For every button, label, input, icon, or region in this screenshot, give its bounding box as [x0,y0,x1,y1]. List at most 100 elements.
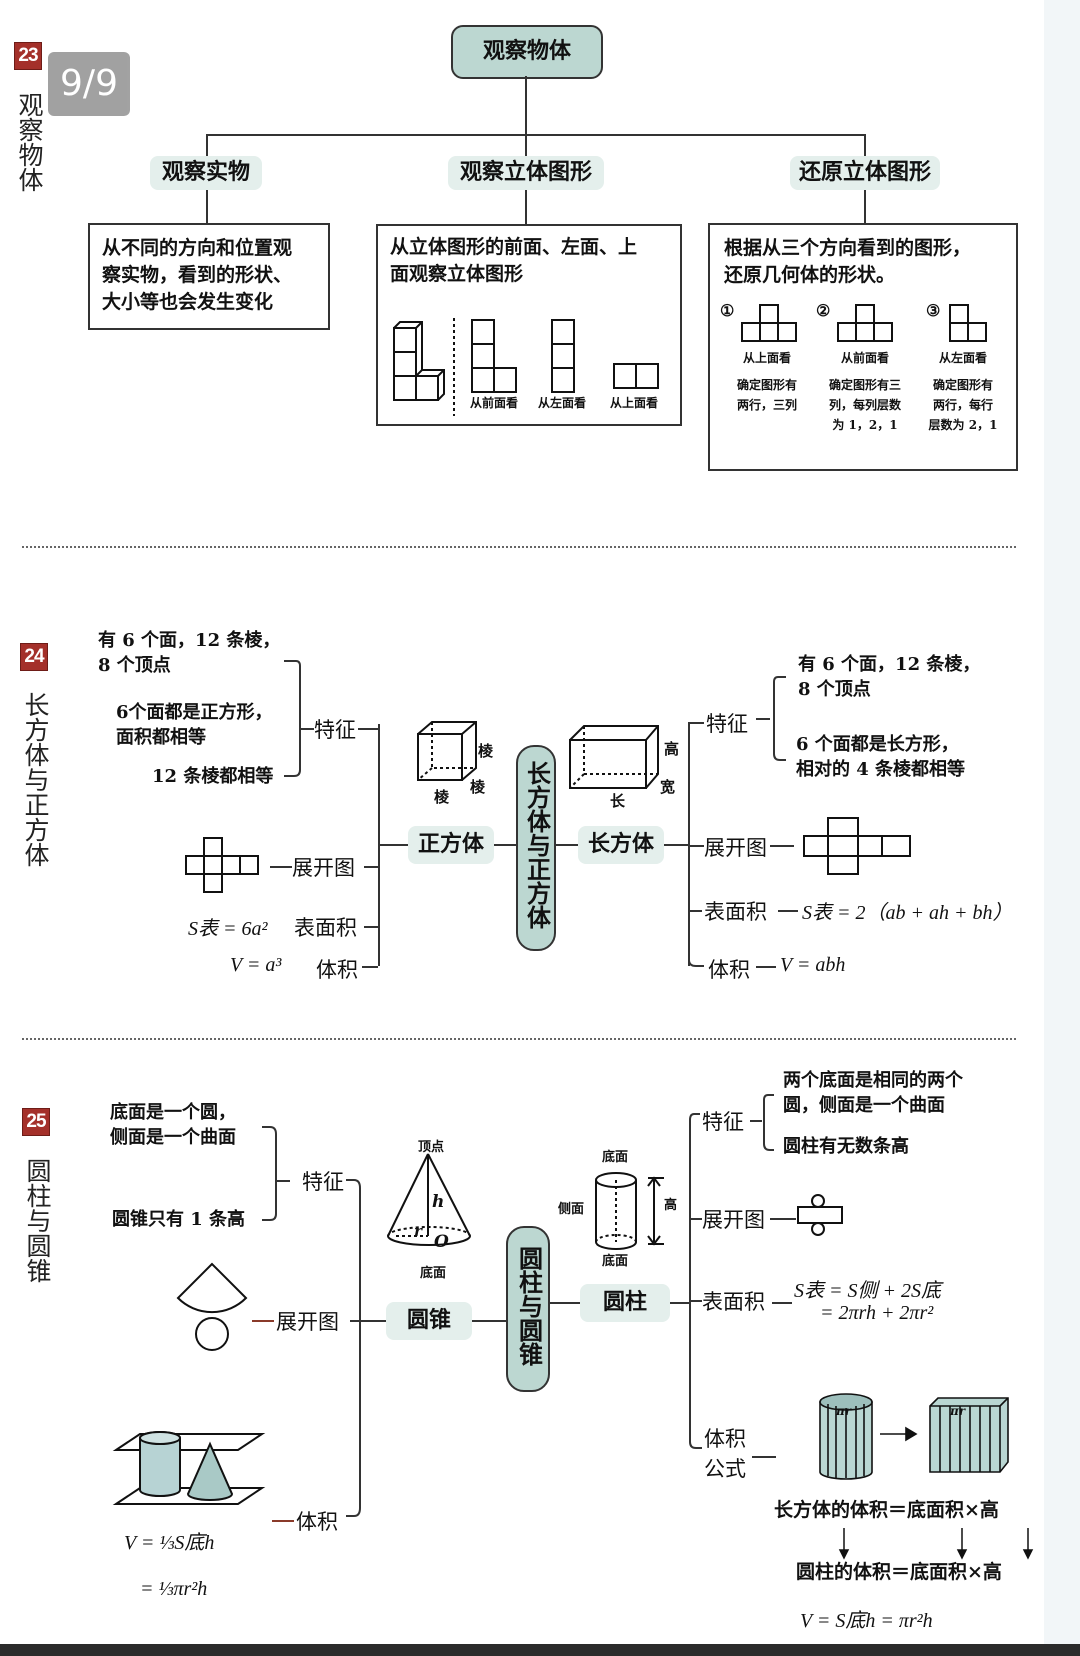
step-view-label: 从上面看 [742,351,791,365]
section-title-text: 观察物体 [15,92,44,192]
cylinder-bottom-label: 底面 [602,1254,629,1269]
step-description: 确定图形有两行，三列 [736,378,797,412]
cylinder-height-label: 高 [664,1198,678,1213]
cube-figure [417,721,477,781]
cone-figure [387,1153,471,1246]
cube-feature: 6个面都是正方形，面积都相等 [116,702,273,748]
cylinder-surface-label: 表面积 [702,1290,765,1314]
cuboid-height-label: 高 [664,740,680,758]
cylinder-surface-formula: S表 = S侧 + 2S底 [794,1280,941,1302]
branch-observe-objects: 观察实物 [150,156,262,190]
cone-cylinder-volume-figure [112,1431,266,1505]
cube-volume-formula: V = a³ [230,954,282,976]
cuboid-net-figure [803,817,911,875]
cone-feature: 圆锥只有 1 条高 [112,1209,246,1230]
cone-apex-label: 顶点 [418,1140,445,1155]
slice-label: πr [836,1404,852,1418]
cuboid-surface-formula: S表 = 2（ab + ah + bh） [802,902,1013,924]
cuboid-surface-label: 表面积 [704,900,767,924]
observe-solids-text: 从立体图形的前面、左面、上 面观察立体图形 [390,236,638,285]
cube-feature: 12 条棱都相等 [152,766,274,787]
cube-net-figure [185,837,259,893]
cylinder-feature-label: 特征 [702,1110,744,1134]
observe-objects-text: 从不同的方向和位置观 察实物，看到的形状、 大小等也会发生变化 [102,237,293,313]
cube-edge-label: 棱 [470,778,486,796]
cone-volume-label: 体积 [296,1510,338,1534]
branch-restore-solids: 还原立体图形 [790,156,940,190]
cylinder-net-label: 展开图 [702,1208,765,1232]
cuboid-feature: 6 个面都是长方形，相对的 4 条棱都相等 [796,734,966,780]
cylinder-volume-label: 体积公式 [704,1427,746,1481]
section-number: 25 [22,1108,50,1136]
view-label-left: 从左面看 [537,396,586,410]
cube-surface-label: 表面积 [294,916,357,940]
restore-solids-box: 根据从三个方向看到的图形， 还原几何体的形状。 ① ② ③ 从上面看 从前面看 … [708,223,1018,471]
cone-height-label: h [432,1192,445,1212]
section-number: 24 [20,643,48,671]
cylinder-volume-formula: V = S底h = πr²h [800,1610,933,1632]
bottom-bar [0,1644,1080,1656]
view-label-front: 从前面看 [469,396,518,410]
section-title: 观察物体 [14,92,44,192]
section-number: 23 [14,42,42,70]
cuboid-volume-formula: V = abh [780,954,846,976]
cone-net-figure [176,1262,248,1351]
section-title: 长方体与正方体 [21,692,50,867]
cone-center-label: O [434,1232,449,1252]
cuboid-feature-label: 特征 [706,712,748,736]
observe-objects-box: 从不同的方向和位置观 察实物，看到的形状、 大小等也会发生变化 [88,223,330,330]
cylinder-slice-figure [819,1393,1009,1480]
cylinder-side-label: 侧面 [558,1202,585,1217]
cuboid-volume-label: 体积 [708,958,750,982]
cube-surface-formula: S表 = 6a² [188,918,268,940]
section-divider [22,546,1016,548]
cuboid-net-label: 展开图 [704,836,767,860]
branch-observe-solids: 观察立体图形 [448,156,604,190]
step-number: ① [720,301,735,320]
cuboid-width-label: 宽 [660,778,676,796]
solid-views-figure [393,318,659,416]
cylinder-figure [595,1172,664,1250]
view-label-top: 从上面看 [609,396,658,410]
step-view-label: 从前面看 [840,351,889,365]
section-title: 圆柱与圆锥 [23,1158,52,1283]
cube-feature-label: 特征 [314,718,356,742]
step-number: ② [816,301,831,320]
slice-label: πr [950,1404,966,1418]
cuboid-feature: 有 6 个面，12 条棱，8 个顶点 [798,654,981,700]
page-edge [1044,0,1080,1656]
cube-feature: 有 6 个面，12 条棱，8 个顶点 [98,630,281,676]
cone-net-label: 展开图 [276,1310,339,1334]
step-description: 确定图形有两行，每行层数为 2，1 [928,378,998,432]
page-indicator: 9/9 [48,52,130,116]
cube-edge-label: 棱 [434,788,450,806]
cone-feature-label: 特征 [302,1170,344,1194]
cylinder-feature: 两个底面是相同的两个圆，侧面是一个曲面 [783,1070,963,1116]
cube-edge-label: 棱 [478,742,494,760]
cuboid-figure [569,725,659,789]
step-number: ③ [926,301,941,320]
cone-radius-label: r [414,1222,422,1240]
center-node: 长方体与正方体 [516,745,556,951]
cuboid-length-label: 长 [610,792,626,810]
cylinder-volume-derivation: 圆柱的体积＝底面积×高 [796,1561,1002,1583]
cone-base-label: 底面 [420,1266,447,1281]
cone-volume-formula: V = ⅓S底h [124,1532,215,1554]
cone-volume-formula-2: = ⅓πr²h [140,1578,208,1600]
step-description: 确定图形有三列，每列层数为 1，2，1 [828,378,901,432]
cylinder-node: 圆柱 [580,1284,670,1322]
restore-steps-figure [741,304,987,342]
observe-solids-box: 从立体图形的前面、左面、上 面观察立体图形 从前面看 从左面看 从上面看 [376,224,682,426]
center-node: 圆柱与圆锥 [506,1226,550,1392]
cube-net-label: 展开图 [292,856,355,880]
cube-node: 正方体 [408,826,494,864]
cube-volume-label: 体积 [316,958,358,982]
cylinder-top-label: 底面 [602,1150,629,1165]
cone-feature: 底面是一个圆，侧面是一个曲面 [110,1102,236,1148]
cone-node: 圆锥 [386,1302,472,1340]
cylinder-net-figure [797,1194,843,1236]
cylinder-feature: 圆柱有无数条高 [783,1136,909,1157]
restore-solids-text: 根据从三个方向看到的图形， 还原几何体的形状。 [724,237,972,286]
root-node: 观察物体 [451,25,603,79]
cuboid-node: 长方体 [578,826,664,864]
